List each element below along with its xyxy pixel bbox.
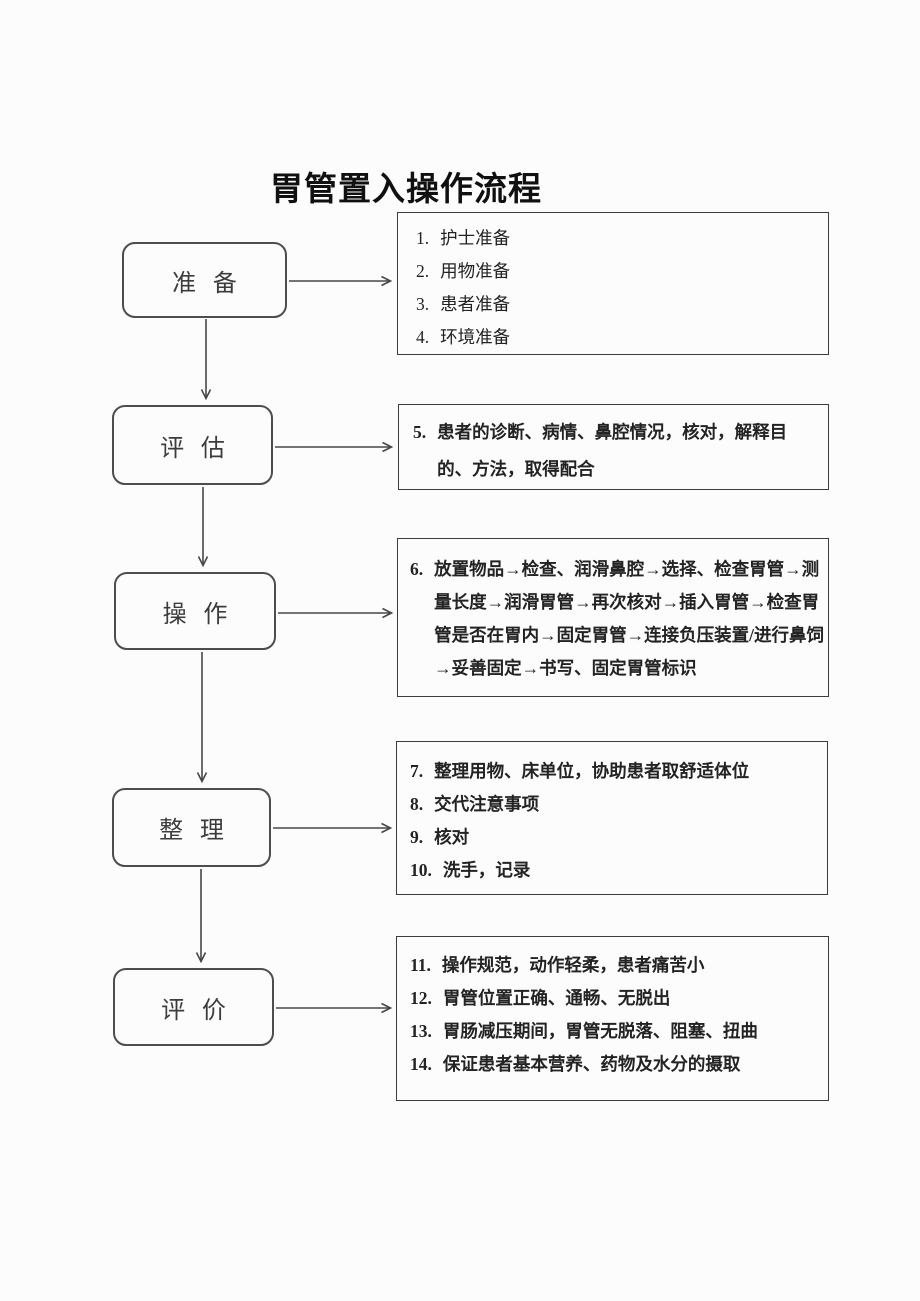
item-number: 13.	[410, 1021, 432, 1041]
detail-box-prepare: 1. 护士准备 2. 用物准备 3. 患者准备 4. 环境准备	[397, 212, 829, 355]
detail-item: 12. 胃管位置正确、通畅、无脱出	[410, 982, 824, 1015]
item-number: 11.	[410, 955, 431, 975]
detail-item: 6. 放置物品→检查、润滑鼻腔→选择、检查胃管→测量长度→润滑胃管→再次核对→插…	[410, 553, 824, 685]
detail-item: 4. 环境准备	[416, 321, 822, 354]
detail-item: 10. 洗手，记录	[410, 854, 821, 887]
item-text: 环境准备	[440, 327, 511, 347]
detail-item: 13. 胃肠减压期间，胃管无脱落、阻塞、扭曲	[410, 1015, 824, 1048]
item-text: 整理用物、床单位，协助患者取舒适体位	[434, 761, 750, 781]
item-text: 用物准备	[440, 261, 511, 281]
stage-box-evaluate: 评价	[113, 968, 274, 1046]
item-number: 2.	[416, 261, 430, 281]
item-number: 8.	[410, 794, 424, 814]
item-number: 4.	[416, 327, 430, 347]
detail-item: 11. 操作规范，动作轻柔，患者痛苦小	[410, 949, 824, 982]
item-text: 操作规范，动作轻柔，患者痛苦小	[441, 955, 705, 975]
item-number: 6.	[410, 559, 424, 579]
detail-item: 8. 交代注意事项	[410, 788, 821, 821]
item-text: 放置物品→检查、润滑鼻腔→选择、检查胃管→测量长度→润滑胃管→再次核对→插入胃管…	[434, 559, 824, 678]
item-text: 胃管位置正确、通畅、无脱出	[442, 988, 671, 1008]
detail-box-assess: 5. 患者的诊断、病情、鼻腔情况，核对，解释目的、方法，取得配合	[398, 404, 829, 490]
detail-box-operate: 6. 放置物品→检查、润滑鼻腔→选择、检查胃管→测量长度→润滑胃管→再次核对→插…	[397, 538, 829, 697]
item-number: 14.	[410, 1054, 432, 1074]
stage-label-assess: 评估	[160, 435, 242, 462]
stage-label-operate: 操作	[162, 601, 245, 628]
item-number: 1.	[416, 228, 430, 248]
item-text: 患者准备	[440, 294, 511, 314]
page-title: 胃管置入操作流程	[270, 170, 542, 207]
item-text: 胃肠减压期间，胃管无脱落、阻塞、扭曲	[442, 1021, 758, 1041]
detail-item: 14. 保证患者基本营养、药物及水分的摄取	[410, 1048, 824, 1081]
detail-item: 9. 核对	[410, 821, 821, 854]
item-number: 12.	[410, 988, 432, 1008]
detail-box-evaluate: 11. 操作规范，动作轻柔，患者痛苦小 12. 胃管位置正确、通畅、无脱出 13…	[396, 936, 829, 1101]
stage-box-operate: 操作	[114, 572, 276, 650]
item-text: 洗手，记录	[442, 860, 531, 880]
item-number: 9.	[410, 827, 424, 847]
detail-item: 3. 患者准备	[416, 288, 822, 321]
detail-item: 5. 患者的诊断、病情、鼻腔情况，核对，解释目的、方法，取得配合	[413, 414, 822, 488]
detail-item: 1. 护士准备	[416, 222, 822, 255]
stage-label-tidy: 整理	[159, 818, 241, 844]
stage-label-prepare: 准备	[172, 270, 254, 297]
stage-box-assess: 评估	[112, 405, 273, 485]
item-number: 10.	[410, 860, 432, 880]
item-text: 患者的诊断、病情、鼻腔情况，核对，解释目的、方法，取得配合	[437, 422, 788, 479]
item-number: 7.	[410, 761, 424, 781]
item-text: 核对	[434, 827, 470, 847]
item-text: 保证患者基本营养、药物及水分的摄取	[442, 1054, 741, 1074]
stage-box-tidy: 整理	[112, 788, 271, 867]
item-text: 护士准备	[440, 228, 511, 248]
stage-label-evaluate: 评价	[161, 997, 243, 1024]
detail-box-tidy: 7. 整理用物、床单位，协助患者取舒适体位 8. 交代注意事项 9. 核对 10…	[396, 741, 828, 895]
item-text: 交代注意事项	[434, 794, 540, 814]
item-number: 5.	[413, 422, 427, 442]
stage-box-prepare: 准备	[122, 242, 287, 318]
detail-item: 7. 整理用物、床单位，协助患者取舒适体位	[410, 755, 821, 788]
detail-item: 2. 用物准备	[416, 255, 822, 288]
item-number: 3.	[416, 294, 430, 314]
